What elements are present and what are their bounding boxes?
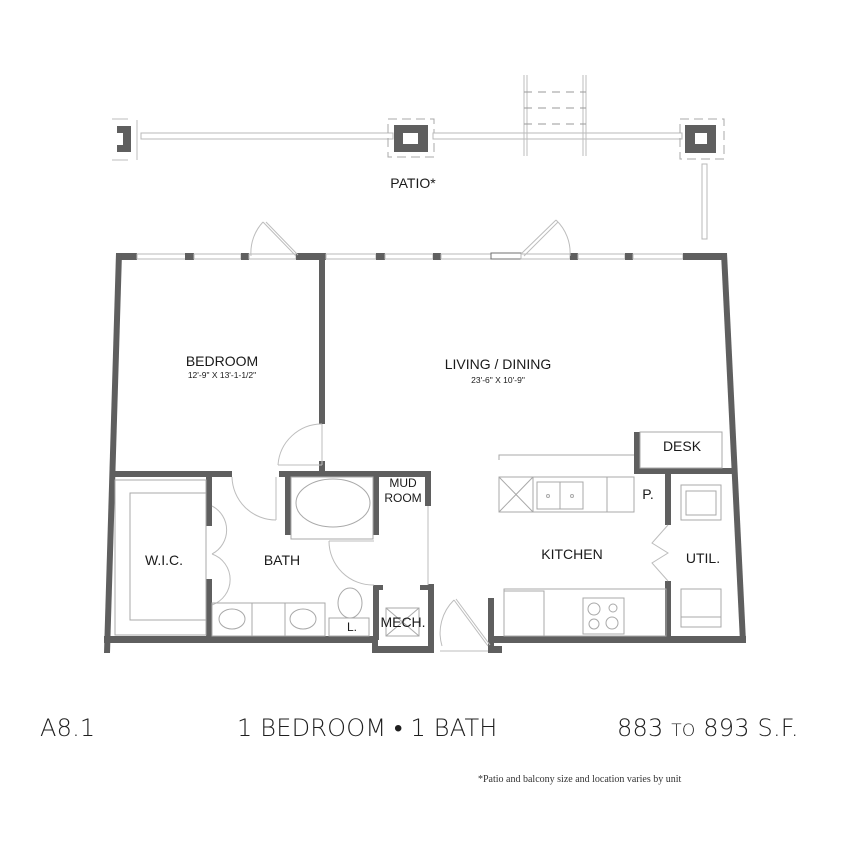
interior-walls: [110, 259, 732, 641]
area-connector: TO: [671, 721, 696, 741]
patio-footnote: *Patio and balcony size and location var…: [478, 774, 682, 785]
unit-area: 883 TO 893 S.F.: [617, 714, 799, 742]
kitchen-counter: [498, 454, 634, 460]
kitchen-label: KITCHEN: [541, 546, 602, 562]
patio-label: PATIO*: [390, 175, 436, 191]
patio-door-living: [520, 219, 571, 257]
mud-room-label-line2: ROOM: [384, 491, 421, 505]
dishwasher-icon: [498, 476, 534, 513]
wic-label: W.I.C.: [145, 552, 183, 568]
patio-railing: [432, 132, 683, 140]
refrigerator-icon: [503, 590, 545, 637]
living-dining-dimensions: 23'-6" X 10'-9": [471, 375, 525, 385]
patio-area: PATIO*: [112, 75, 725, 240]
patio-gate: [523, 75, 587, 156]
mech-label: MECH.: [380, 614, 425, 630]
bedroom-dimensions: 12'-9" X 13'-1-1/2": [188, 370, 256, 380]
bedroom-label: BEDROOM: [186, 353, 258, 369]
toilet-icon: [337, 587, 363, 619]
living-dining-label: LIVING / DINING: [445, 356, 552, 372]
exterior-walls: [104, 252, 746, 653]
utility-label: UTIL.: [686, 550, 720, 566]
area-min: 883: [617, 714, 664, 742]
interior-doors: [211, 423, 669, 652]
mech-unit: [385, 607, 420, 637]
area-max: 893 S.F.: [703, 714, 799, 742]
patio-railing: [140, 132, 394, 140]
fixtures: [114, 431, 723, 637]
unit-code: A8.1: [40, 714, 96, 742]
vanity: [211, 602, 326, 637]
washer-icon: [680, 484, 722, 521]
desk-counter: [639, 431, 723, 469]
sink-icon: [218, 608, 246, 630]
sink-icon: [289, 608, 317, 630]
dryer-icon: [680, 588, 722, 628]
stove-icon: [582, 597, 625, 635]
patio-door-bedroom: [250, 221, 299, 257]
unit-type: 1 BEDROOM • 1 BATH: [237, 714, 498, 742]
patio-column-left: [117, 126, 131, 152]
bathtub: [290, 476, 374, 540]
desk-label: DESK: [663, 438, 702, 454]
mud-room-label-line1: MUD: [389, 476, 417, 490]
pantry-label: P.: [642, 486, 653, 502]
room-labels: BEDROOM 12'-9" X 13'-1-1/2" LIVING / DIN…: [145, 353, 720, 634]
bath-label: BATH: [264, 552, 300, 568]
kitchen-sink-icon: [536, 481, 561, 510]
linen-label: L.: [347, 620, 357, 634]
